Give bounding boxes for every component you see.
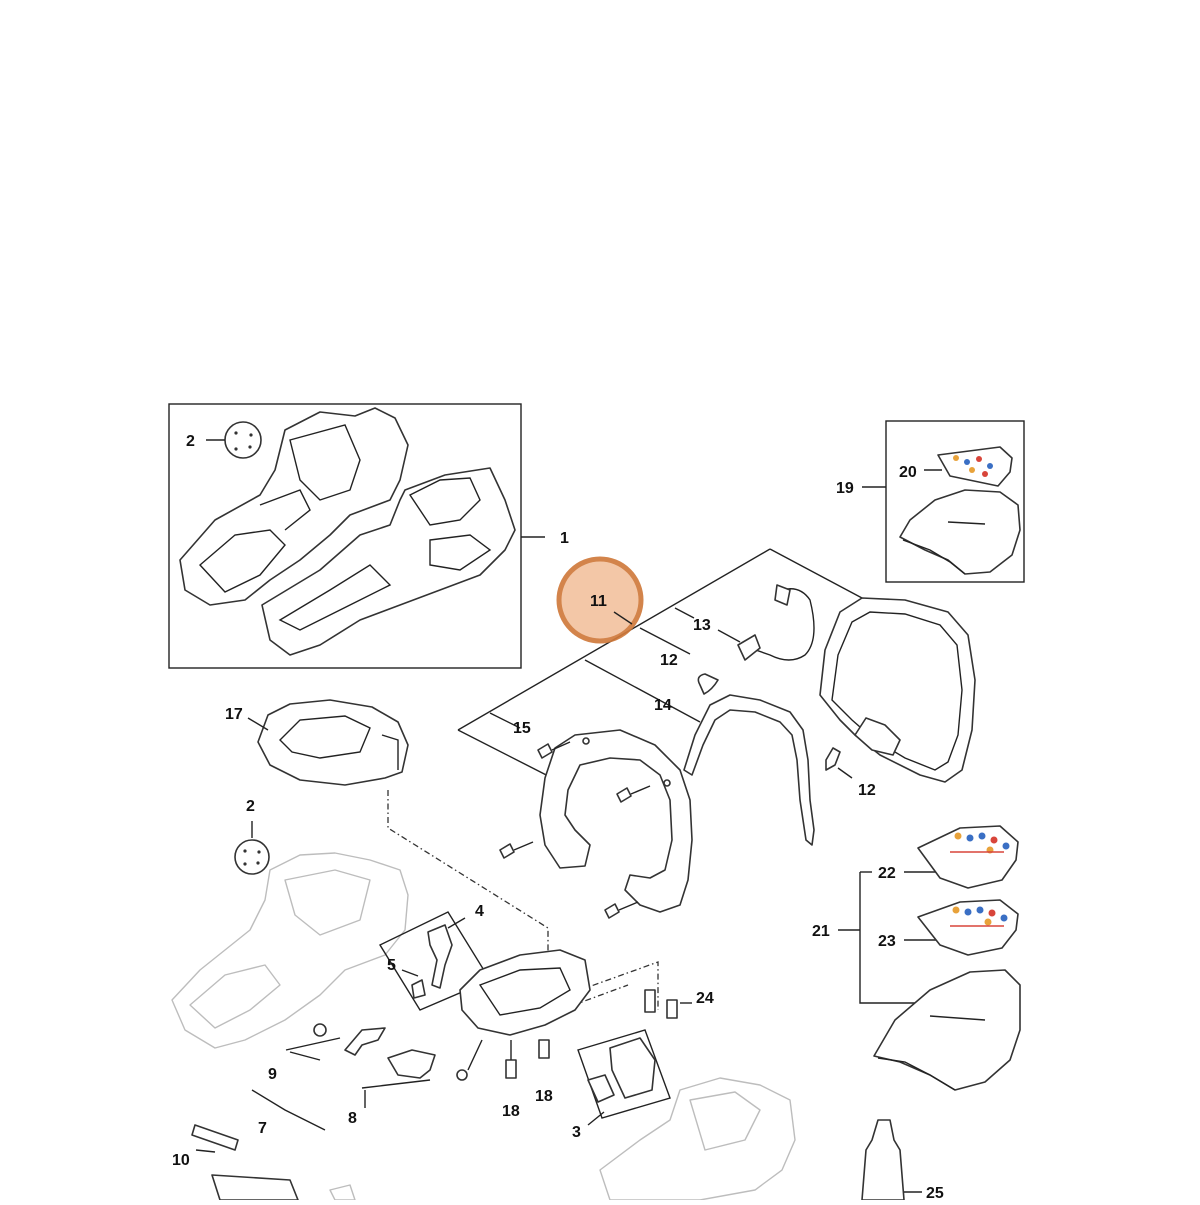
- housing-half-right[interactable]: [261, 467, 516, 656]
- screws-18[interactable]: [505, 1039, 550, 1079]
- inset-box-housing: 2 1: [168, 403, 569, 669]
- seat-cover-21[interactable]: [873, 969, 1021, 1091]
- callout-18a: 18: [502, 1103, 520, 1120]
- callout-24: 24: [696, 990, 714, 1007]
- callout-13: 13: [693, 617, 711, 634]
- bracket-8[interactable]: [344, 1027, 386, 1056]
- decal-23[interactable]: [917, 899, 1019, 956]
- gasket-disc[interactable]: [224, 421, 262, 459]
- inset-box-seat: 20 19: [836, 420, 1025, 583]
- callout-22: 22: [878, 865, 896, 882]
- seat-group-21: 21 22 23: [812, 825, 1021, 1091]
- highlight-marker-11[interactable]: 11: [556, 556, 644, 644]
- cover-17[interactable]: [257, 699, 409, 786]
- switch-spring-5[interactable]: [411, 979, 426, 999]
- callout-4: 4: [475, 903, 484, 920]
- callout-14: 14: [654, 697, 672, 714]
- callout-17: 17: [225, 706, 243, 723]
- callout-2b: 2: [246, 798, 255, 815]
- callout-25: 25: [926, 1185, 944, 1200]
- callout-12b: 12: [858, 782, 876, 799]
- decal-20-small[interactable]: [937, 446, 1013, 487]
- callout-21: 21: [812, 923, 830, 940]
- screws-24[interactable]: [644, 989, 692, 1019]
- loop-handle-14[interactable]: [683, 694, 815, 846]
- callout-12a: 12: [660, 652, 678, 669]
- callout-1: 1: [560, 530, 569, 547]
- callout-10: 10: [172, 1152, 190, 1169]
- grease-tube-25[interactable]: [861, 1119, 905, 1201]
- clip-12-top[interactable]: [697, 673, 719, 695]
- clip-12-bottom[interactable]: [825, 747, 841, 771]
- switch-block[interactable]: [459, 949, 591, 1036]
- front-handle[interactable]: [539, 729, 693, 913]
- callout-18b: 18: [535, 1088, 553, 1105]
- nut-9[interactable]: [313, 1023, 327, 1037]
- callout-8: 8: [348, 1110, 357, 1127]
- callout-19: 19: [836, 480, 854, 497]
- strip-10[interactable]: [191, 1124, 239, 1151]
- callout-3: 3: [572, 1124, 581, 1141]
- callout-5: 5: [387, 957, 396, 974]
- callout-9: 9: [268, 1066, 277, 1083]
- cable-13[interactable]: [749, 588, 815, 661]
- callout-23: 23: [878, 933, 896, 950]
- lower-housing[interactable]: [171, 852, 409, 1049]
- frame-handle[interactable]: [819, 597, 976, 783]
- inset-box-3: 3: [572, 1029, 671, 1141]
- callout-20: 20: [899, 464, 917, 481]
- cover-plate-3[interactable]: [609, 1037, 656, 1099]
- callout-7: 7: [258, 1120, 267, 1137]
- switch-lever-4[interactable]: [427, 924, 453, 989]
- housing-half-left[interactable]: [179, 407, 409, 606]
- seat-cover-19[interactable]: [899, 489, 1021, 575]
- gasket-disc-lower[interactable]: [234, 839, 270, 875]
- callout-11: 11: [590, 593, 607, 610]
- callout-15: 15: [513, 720, 531, 737]
- callout-2a: 2: [186, 433, 195, 450]
- dashed-guides: [387, 790, 659, 1011]
- screws-15[interactable]: [499, 741, 651, 919]
